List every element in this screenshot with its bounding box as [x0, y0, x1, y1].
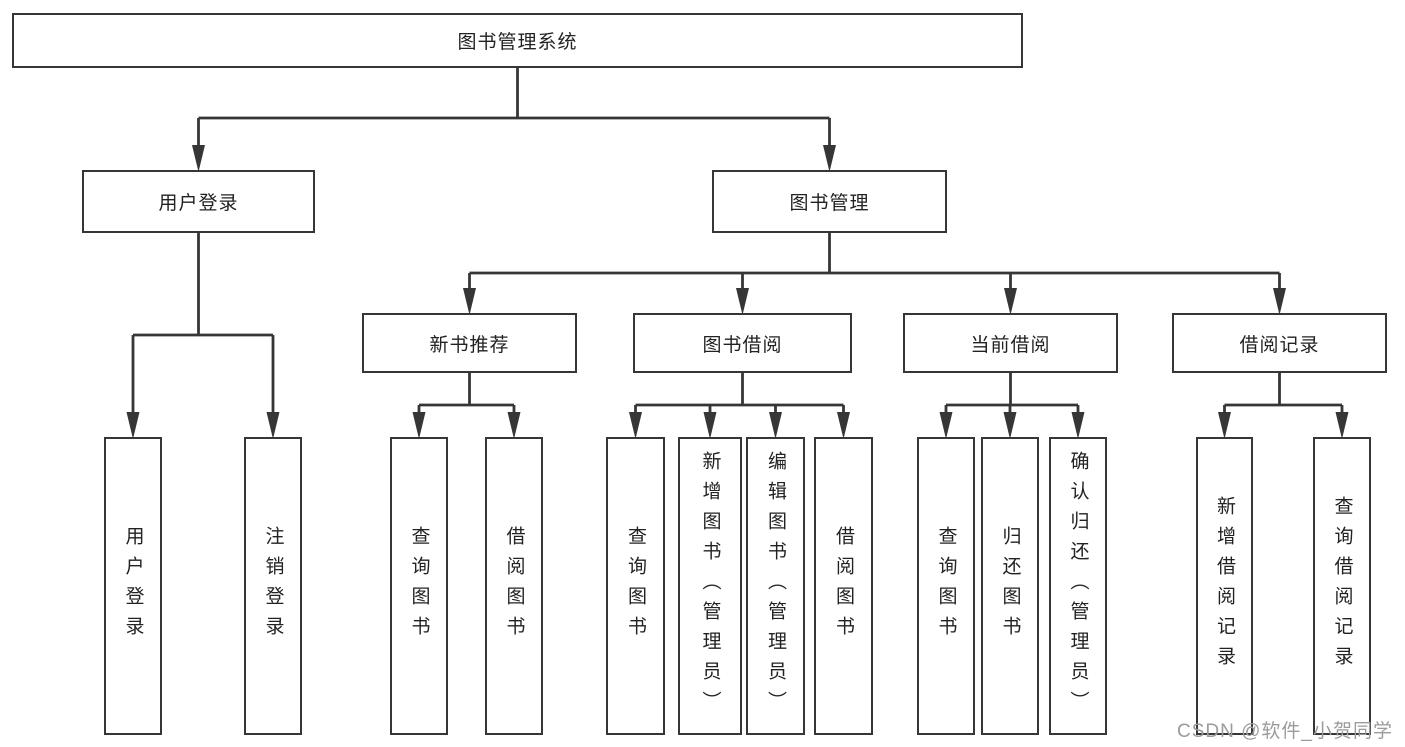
arrowhead-bb-borrow: [837, 412, 850, 439]
node-br-query: 查询借阅记录: [1313, 437, 1371, 735]
arrowhead-nb-query: [412, 412, 426, 439]
arrowhead-current-borrow: [1004, 288, 1017, 315]
arrowhead-user-login: [192, 145, 205, 172]
node-nb-borrow: 借阅图书: [485, 437, 543, 735]
node-book-mgmt: 图书管理: [712, 170, 947, 233]
arrowhead-borrow-record: [1273, 288, 1286, 315]
node-bb-edit: 编辑图书（管理员）: [746, 437, 805, 735]
node-bb-add: 新增图书（管理员）: [678, 437, 742, 735]
arrowhead-cb-confirm: [1071, 412, 1085, 439]
arrowhead-cb-return: [1003, 412, 1017, 439]
arrowhead-br-query: [1335, 412, 1349, 439]
node-borrow-record: 借阅记录: [1172, 313, 1387, 373]
arrowhead-nb-borrow: [507, 412, 521, 439]
node-logout: 注销登录: [244, 437, 302, 735]
node-bb-borrow: 借阅图书: [814, 437, 873, 735]
node-bb-query: 查询图书: [606, 437, 665, 735]
arrowhead-bb-add: [703, 412, 717, 439]
node-current-borrow: 当前借阅: [903, 313, 1118, 373]
node-cb-confirm: 确认归还（管理员）: [1049, 437, 1107, 735]
node-new-book: 新书推荐: [362, 313, 577, 373]
arrowhead-br-add: [1218, 412, 1231, 439]
node-nb-query: 查询图书: [390, 437, 448, 735]
arrowhead-bb-query: [629, 412, 642, 439]
arrowhead-book-borrow: [736, 288, 749, 315]
arrowhead-new-book: [463, 288, 476, 315]
arrowhead-book-mgmt: [823, 145, 836, 172]
arrowhead-login: [126, 412, 140, 439]
arrowhead-cb-query: [939, 412, 953, 439]
arrowhead-bb-edit: [769, 412, 782, 439]
node-root: 图书管理系统: [12, 13, 1023, 68]
arrowhead-logout: [266, 412, 280, 439]
node-book-borrow: 图书借阅: [633, 313, 852, 373]
watermark: CSDN @软件_小贺同学: [1177, 721, 1393, 742]
node-cb-query: 查询图书: [917, 437, 975, 735]
node-cb-return: 归还图书: [981, 437, 1039, 735]
node-user-login: 用户登录: [82, 170, 315, 233]
node-login: 用户登录: [104, 437, 162, 735]
node-br-add: 新增借阅记录: [1196, 437, 1253, 735]
